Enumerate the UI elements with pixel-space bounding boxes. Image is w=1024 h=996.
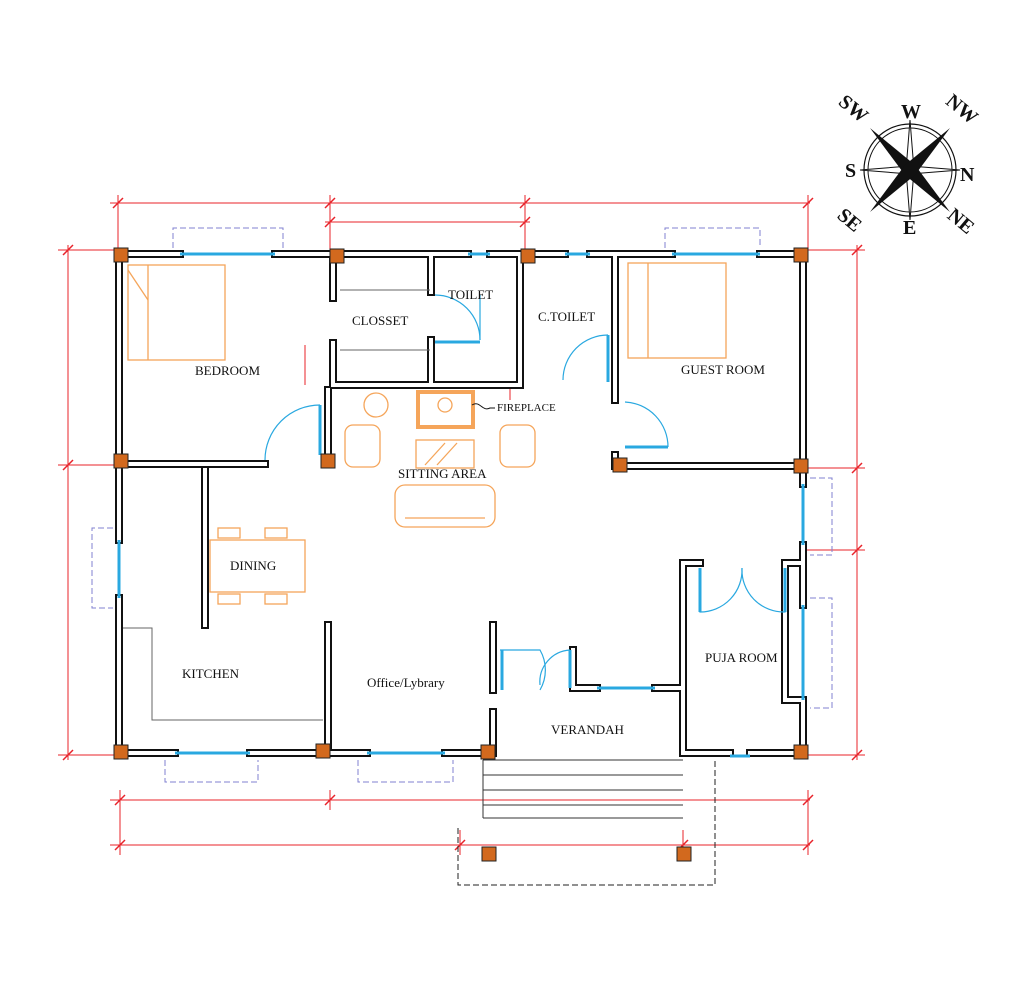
label-kitchen: KITCHEN (182, 666, 240, 681)
label-office: Office/Lybrary (367, 675, 445, 690)
fireplace-leader (471, 403, 495, 410)
compass-e: E (903, 217, 916, 239)
label-sitting-area: SITTING AREA (398, 466, 487, 481)
stairs (482, 759, 683, 819)
label-c-toilet: C.TOILET (538, 309, 595, 324)
doors (264, 294, 786, 691)
dimension-tick (324, 216, 336, 228)
compass-s: S (845, 160, 856, 182)
dimension-tick (519, 216, 531, 228)
dimension-tick (112, 197, 124, 209)
label-verandah: VERANDAH (551, 722, 624, 737)
bed (127, 264, 226, 361)
label-closset: CLOSSET (352, 313, 408, 328)
label-guest-room: GUEST ROOM (681, 362, 765, 377)
dimension-tick (454, 839, 466, 851)
column (113, 744, 129, 760)
label-toilet: TOILET (448, 287, 493, 302)
guest-bed (627, 262, 727, 359)
dining-table (209, 539, 306, 593)
fireplace (416, 390, 475, 429)
dimension-tick (802, 794, 814, 806)
label-puja-room: PUJA ROOM (705, 650, 778, 665)
label-dining: DINING (230, 558, 276, 573)
dimension-tick (851, 544, 863, 556)
dimension-tick (851, 749, 863, 761)
column (676, 846, 692, 862)
compass-w: W (901, 101, 921, 123)
column (612, 457, 628, 473)
dimension-tick (114, 794, 126, 806)
closet-shelves (340, 289, 430, 351)
column (520, 248, 536, 264)
sofa (394, 484, 496, 528)
compass-sw: SW (834, 91, 872, 128)
compass-n: N (960, 164, 975, 186)
column (793, 458, 809, 474)
dimension-tick (851, 244, 863, 256)
door-leaves (318, 335, 787, 690)
column (793, 247, 809, 263)
dimension-tick (114, 839, 126, 851)
compass-rose: W E S N SW NW SE NE (833, 90, 982, 239)
dimension-tick (802, 197, 814, 209)
coffee-table (415, 439, 475, 469)
dimension-tick (851, 462, 863, 474)
dimension-lines (58, 195, 865, 855)
column (793, 744, 809, 760)
compass-se: SE (833, 204, 866, 237)
dimension-tick (62, 244, 74, 256)
column (320, 453, 336, 469)
furniture (127, 262, 727, 605)
label-bedroom: BEDROOM (195, 363, 260, 378)
dimension-tick (519, 197, 531, 209)
column (113, 453, 129, 469)
column (113, 247, 129, 263)
windows (117, 252, 805, 758)
dimension-tick (802, 839, 814, 851)
column (481, 846, 497, 862)
column (315, 743, 331, 759)
dimension-tick (324, 197, 336, 209)
columns (113, 247, 809, 862)
column (480, 744, 496, 760)
dimension-tick (62, 749, 74, 761)
dimension-tick (324, 794, 336, 806)
compass-ne: NE (943, 204, 978, 239)
column (329, 248, 345, 264)
window-outlines (91, 227, 833, 886)
kitchen-counter (123, 627, 323, 721)
label-fireplace: FIREPLACE (497, 402, 556, 414)
dimension-tick (62, 459, 74, 471)
compass-nw: NW (941, 90, 982, 129)
